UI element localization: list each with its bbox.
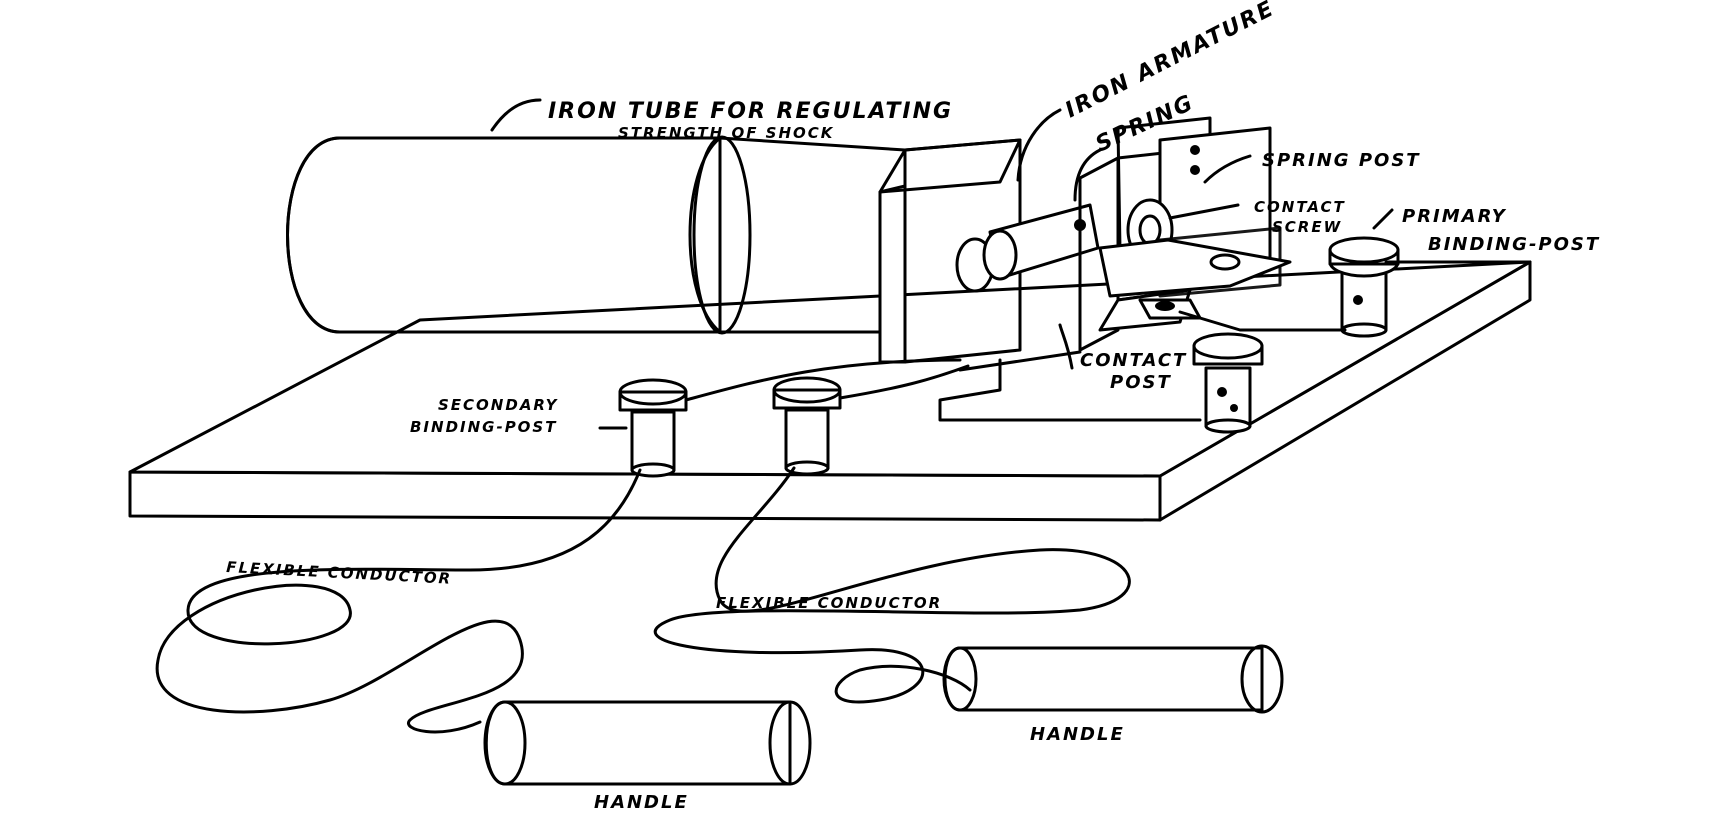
label-contact-post-line1: CONTACT (1080, 350, 1187, 371)
label-secondary-post-line2: BINDING-POST (410, 418, 557, 436)
label-contact-screw-line2: SCREW (1272, 218, 1342, 236)
coil-winding (688, 135, 907, 335)
label-flexible-conductor-right: FLEXIBLE CONDUCTOR (716, 594, 942, 612)
label-spring-post: SPRING POST (1262, 150, 1421, 171)
iron-armature (982, 203, 1100, 281)
label-flexible-conductor-left: FLEXIBLE CONDUCTOR (226, 558, 453, 588)
label-contact-post-line2: POST (1110, 372, 1172, 393)
label-handle-left: HANDLE (594, 792, 689, 813)
contact-binding-post (1192, 332, 1264, 434)
label-handle-right: HANDLE (1030, 724, 1125, 745)
secondary-binding-post-left (618, 378, 688, 478)
label-primary-post-line1: PRIMARY (1402, 206, 1507, 227)
label-secondary-post-line1: SECONDARY (438, 396, 559, 414)
iron-tube (286, 136, 722, 334)
leader-lines (490, 98, 1394, 430)
label-contact-screw-line1: CONTACT (1254, 198, 1346, 216)
label-iron-tube-line2: STRENGTH OF SHOCK (618, 124, 834, 142)
contact-post (1098, 238, 1292, 320)
primary-wires (938, 260, 1532, 422)
secondary-wire-left (684, 358, 962, 402)
handle-right (942, 644, 1284, 714)
secondary-wire-right (838, 364, 970, 400)
primary-binding-post (1328, 236, 1400, 338)
handle-left (483, 700, 812, 786)
label-primary-post-line2: BINDING-POST (1428, 234, 1600, 255)
secondary-binding-post-right (772, 376, 842, 476)
flexible-conductor-left (155, 468, 642, 734)
flexible-conductor-right (653, 466, 1131, 704)
label-iron-tube-line1: IRON TUBE FOR REGULATING (548, 99, 953, 124)
